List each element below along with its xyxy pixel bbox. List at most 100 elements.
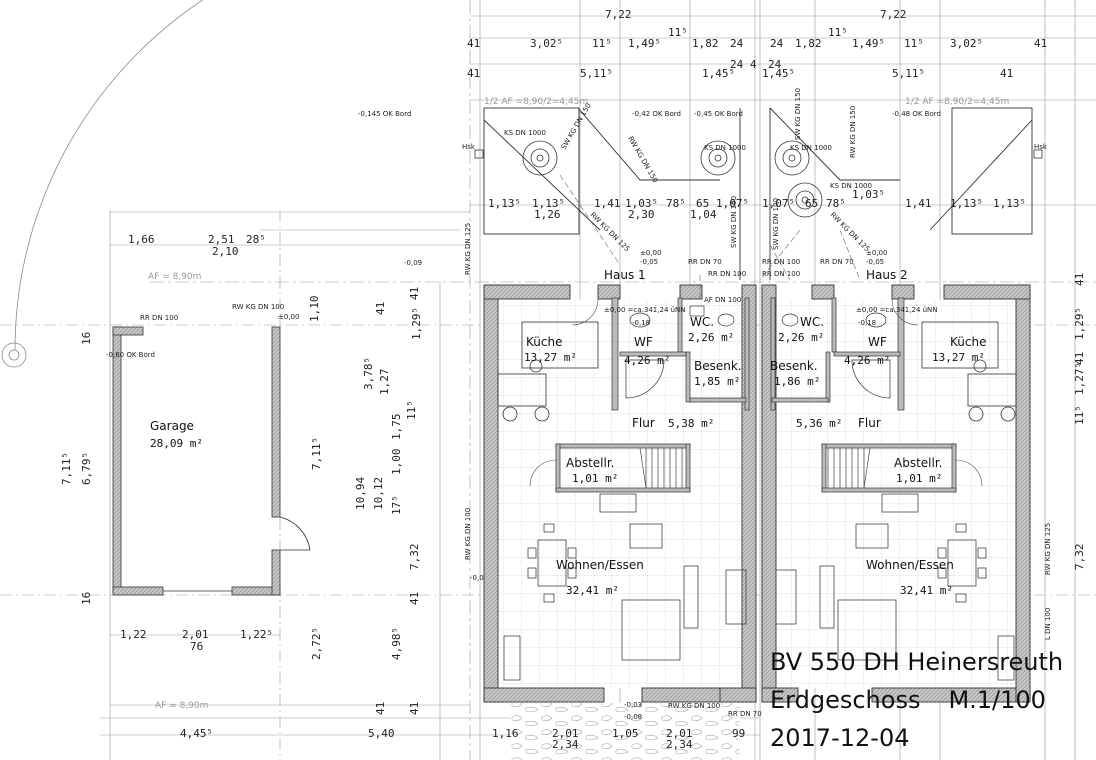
door-swings xyxy=(529,298,983,487)
room-area-wohnen-2: 32,41 m² xyxy=(900,584,953,597)
unn-label: ±0,00 =ca.341,24 üNN xyxy=(856,306,938,314)
dim-top2: 11⁵ xyxy=(828,26,848,39)
af-label-bottom: AF = 8,90m xyxy=(155,701,208,711)
pipe-label: RW KG DN 125 xyxy=(589,211,632,254)
dim-garage-bottom: 1,22⁵ xyxy=(240,628,273,641)
dim-center-vert: 1,00 xyxy=(390,449,403,476)
room-name-kueche-1: Küche xyxy=(526,335,562,349)
dim-bottom: 1,05 xyxy=(612,727,639,740)
dim-top2: 24 xyxy=(730,37,744,50)
dim-top2: 41 xyxy=(1034,37,1047,50)
dim-top2: 3,02⁵ xyxy=(530,37,563,50)
site-arc xyxy=(1,0,204,368)
ok-bord: -0,42 OK Bord xyxy=(632,110,681,118)
room-name-garage: Garage xyxy=(150,419,194,433)
dim-mid: 1,03⁵ xyxy=(852,188,885,201)
room-area-wohnen-1: 32,41 m² xyxy=(566,584,619,597)
pipe-label: L DN 100 xyxy=(1044,608,1052,640)
dim-center-vert: 7,32 xyxy=(408,544,421,571)
dim-mid: 1,13⁵ xyxy=(950,197,983,210)
dim-garage-bottom: 2,01 xyxy=(182,628,209,641)
gravel-path xyxy=(510,703,740,760)
dim-top3: 5,11⁵ xyxy=(580,67,613,80)
room-area-wc-1: 2,26 m² xyxy=(688,331,734,344)
house-label-2: Haus 2 xyxy=(866,268,908,282)
dim-mid: 1,41 xyxy=(594,197,621,210)
dim-left: 16 xyxy=(80,332,93,345)
dim-top3: 4 xyxy=(750,58,757,71)
dim-mid: 65 xyxy=(696,197,709,210)
dim-top2: 1,49⁵ xyxy=(852,37,885,50)
dim-mid: 1,13⁵ xyxy=(532,197,565,210)
af-label-left: AF = 8,90m xyxy=(148,272,201,282)
dim-mid: 65 xyxy=(805,197,818,210)
project-title: BV 550 DH Heinersreuth xyxy=(770,648,1064,676)
dim-top2: 1,82 xyxy=(692,37,719,50)
dim-center-vert: 1,75 xyxy=(390,414,403,441)
dim-top2: 41 xyxy=(467,37,480,50)
garage xyxy=(112,326,311,596)
vertical-dimension-labels: 16 7,11⁵ 6,79⁵ 16 7,11⁵ 2,72⁵ 10,94 10,1… xyxy=(60,273,1086,715)
room-name-flur-1: Flur xyxy=(632,416,655,430)
dim-top-2: 7,22 xyxy=(880,8,907,21)
dim-left: 7,11⁵ xyxy=(60,452,73,485)
room-area-besenk-2: 1,86 m² xyxy=(774,375,820,388)
dim-top3: 1,45⁵ xyxy=(762,67,795,80)
dim-top3: 24 xyxy=(730,58,744,71)
living-furniture xyxy=(503,493,1015,681)
dim-bottom: 4,45⁵ xyxy=(180,727,213,740)
dim-mid: 1,03⁵ xyxy=(625,197,658,210)
wc-fixtures xyxy=(625,305,891,399)
dim-center-vert: 10,94 xyxy=(354,477,367,510)
rr-label: RR DN 100 xyxy=(762,270,800,278)
room-name-wohnen-2: Wohnen/Essen xyxy=(866,558,954,572)
dim-top3: 5,11⁵ xyxy=(892,67,925,80)
room-area-garage: 28,09 m² xyxy=(150,437,203,450)
dim-top-1: 7,22 xyxy=(605,8,632,21)
dim-top2: 11⁵ xyxy=(904,37,924,50)
floor-name: Erdgeschoss xyxy=(770,686,921,714)
dim-top2: 3,02⁵ xyxy=(950,37,983,50)
dim-mid: 78⁵ xyxy=(826,197,846,210)
dim-center-vert: 4,98⁵ xyxy=(390,627,403,660)
room-labels: Garage 28,09 m² Küche 13,27 m² WF 4,26 m… xyxy=(150,268,986,597)
level-label: -0,0 xyxy=(470,574,484,582)
room-name-abstellr-2: Abstellr. xyxy=(894,456,942,470)
room-area-abstellr-2: 1,01 m² xyxy=(896,472,942,485)
dim-top2: 1,49⁵ xyxy=(628,37,661,50)
plan-date: 2017-12-04 xyxy=(770,724,910,752)
dim-bottom: 5,40 xyxy=(368,727,395,740)
room-name-flur-2: Flur xyxy=(858,416,881,430)
dim-garage-top: 28⁵ xyxy=(246,233,266,246)
ks-label: KS DN 1000 xyxy=(830,182,872,190)
dim-center-vert: 11⁵ xyxy=(405,400,418,420)
dim-top3: 24 xyxy=(768,58,782,71)
dim-mid: 1,07⁵ xyxy=(716,197,749,210)
room-area-flur-1: 5,38 m² xyxy=(668,417,714,430)
unn-label: ±0,00 =ca.341,24 üNN xyxy=(604,306,686,314)
ok-bord: -0,48 OK Bord xyxy=(892,110,941,118)
dim-mid: 1,04 xyxy=(690,208,717,221)
pipe-label: SW KG DN 150 xyxy=(560,102,593,151)
ok-bord: -0,60 OK Bord xyxy=(106,351,155,359)
dim-bottom: 2,34 xyxy=(666,738,693,751)
dim-center-vert: 10,12 xyxy=(372,477,385,510)
ok-bord: -0,145 OK Bord xyxy=(358,110,411,118)
ok-bord: -0,45 OK Bord xyxy=(694,110,743,118)
room-name-besenk-1: Besenk. xyxy=(694,359,742,373)
dim-garage-top: 2,51 xyxy=(208,233,235,246)
dim-garage-bottom: 76 xyxy=(190,640,203,653)
af-dn-label: AF DN 100 xyxy=(704,296,741,304)
dim-bottom: 2,34 xyxy=(552,738,579,751)
room-name-besenk-2: Besenk. xyxy=(770,359,818,373)
house-label-1: Haus 1 xyxy=(604,268,646,282)
dim-mid: 2,30 xyxy=(628,208,655,221)
dim-mid: 78⁵ xyxy=(666,197,686,210)
pipe-label: RW KG DN 150 xyxy=(626,135,659,184)
room-area-wf-1: 4,26 m² xyxy=(624,354,670,367)
pipe-label: RW KG DN 150 xyxy=(849,106,857,158)
level-label: -0,18 xyxy=(858,319,876,327)
dim-top2: 11⁵ xyxy=(592,37,612,50)
